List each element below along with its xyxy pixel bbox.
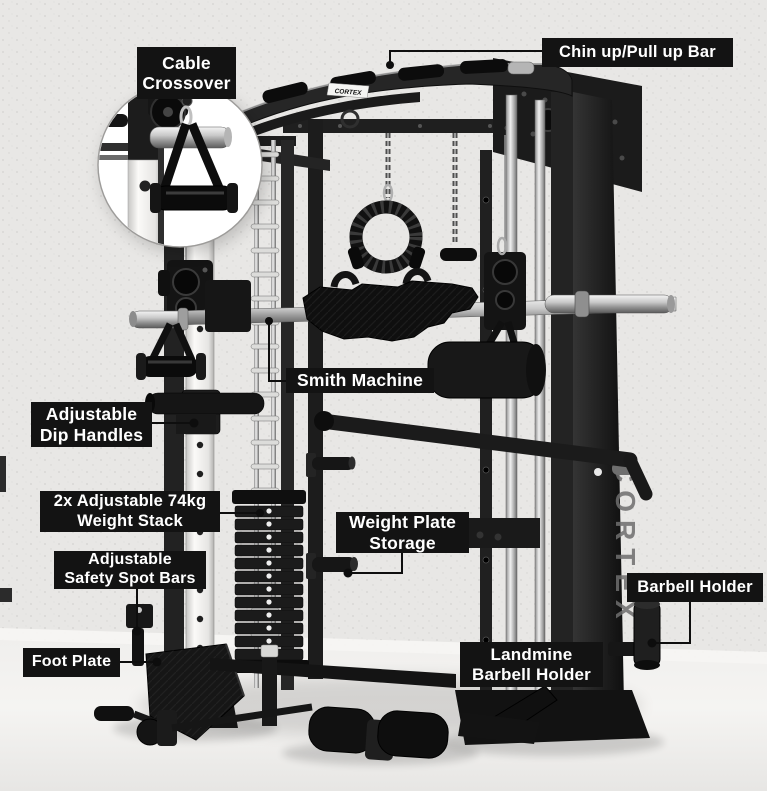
leader-chin-up-bar [389, 50, 542, 62]
bar-clamp [574, 290, 590, 318]
badge-logo-text: CORTEX [334, 88, 362, 97]
leader-dots [132, 61, 657, 667]
leader-dot [132, 626, 142, 636]
leader-dot [189, 418, 199, 428]
edge-equipment [0, 456, 12, 602]
barbell-holder [608, 599, 661, 670]
hanging-attachments [347, 133, 477, 274]
leader-dot [343, 568, 353, 578]
leader-weight-plate-storage [349, 553, 403, 574]
tricep-rope-ring [347, 200, 426, 274]
carabiner [496, 236, 508, 256]
cable-crossover-inset [97, 82, 267, 253]
leader-dot [256, 509, 264, 517]
cortex-badge: CORTEX [326, 82, 370, 99]
leader-dot [265, 317, 273, 325]
front-bar-and-pad [314, 341, 653, 501]
landmine-barbell-holder [458, 685, 558, 744]
leader-dot [386, 61, 394, 69]
leader-dot [647, 638, 657, 648]
base-frame [210, 644, 456, 726]
callout-leader-lines [120, 50, 691, 663]
weight-plate-storage-pegs [306, 453, 358, 579]
bar-carriage-left [205, 280, 251, 332]
stirrup-handle-left [136, 322, 206, 380]
landmine-row-bar [94, 703, 449, 761]
hanging-ring [340, 109, 360, 129]
cable-crossover-pulley-right [484, 135, 526, 330]
leader-barbell-holder [654, 602, 691, 644]
leader-dot [152, 657, 162, 667]
leader-smith-machine [268, 323, 286, 382]
short-handle [440, 248, 477, 261]
inset-stirrup-handle [150, 122, 238, 213]
